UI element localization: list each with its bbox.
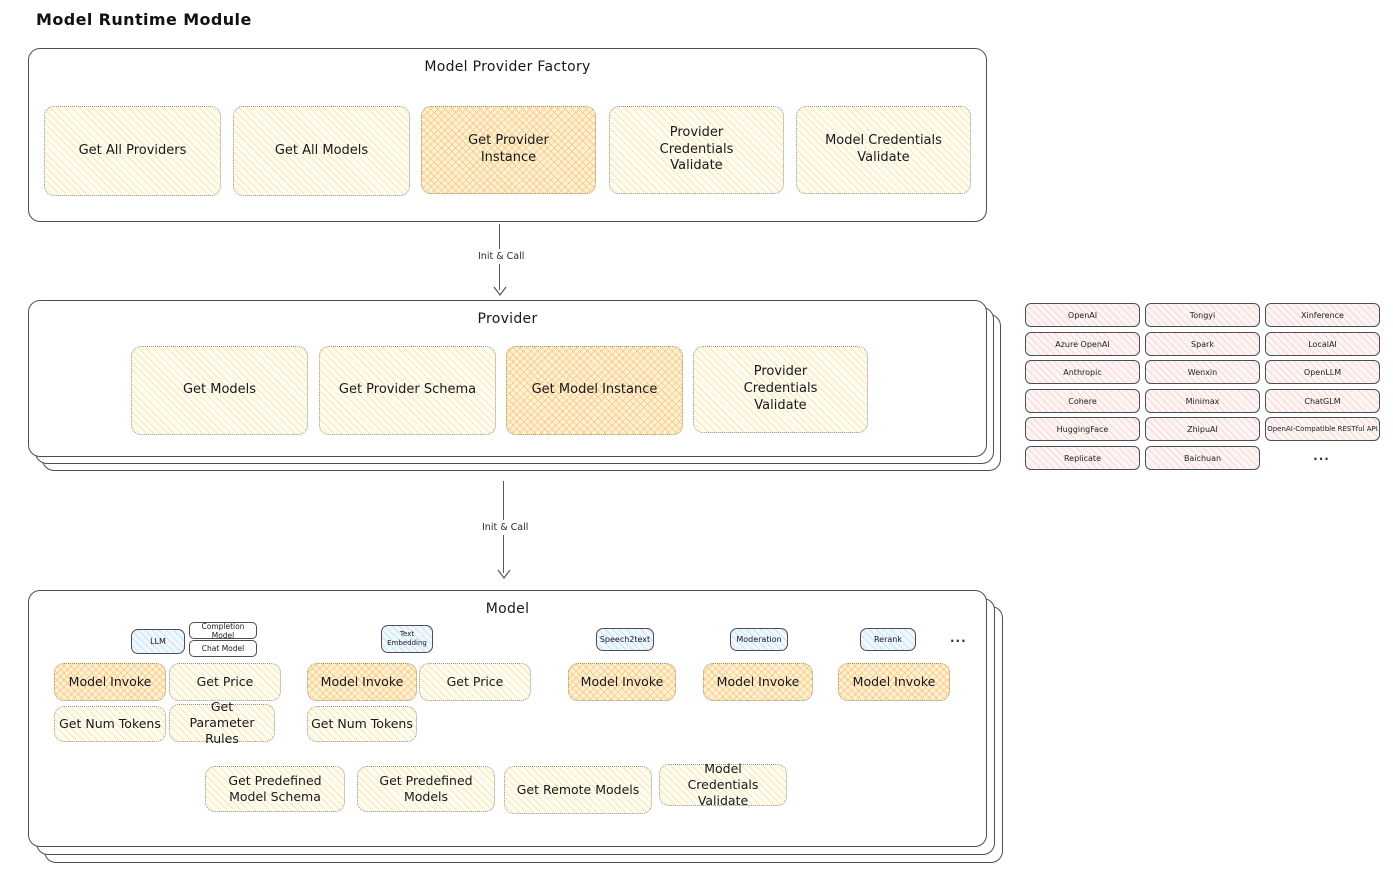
node-te-get-price: Get Price (419, 663, 531, 701)
catalog-huggingface: HuggingFace (1025, 417, 1140, 441)
node-get-all-models: Get All Models (233, 106, 410, 196)
node-get-predefined-model-schema: Get Predefined Model Schema (205, 766, 345, 812)
node-get-provider-schema: Get Provider Schema (319, 346, 496, 435)
catalog-chatglm: ChatGLM (1265, 389, 1380, 413)
node-te-model-invoke: Model Invoke (307, 663, 417, 701)
node-s2t-model-invoke: Model Invoke (568, 663, 676, 701)
page-title: Model Runtime Module (36, 10, 252, 29)
provider-stack: Provider Get Models Get Provider Schema … (28, 300, 1001, 471)
node-get-provider-instance: Get Provider Instance (421, 106, 596, 194)
node-get-models: Get Models (131, 346, 308, 435)
node-provider-credentials-validate: Provider Credentials Validate (609, 106, 784, 194)
arrowhead-down-icon-2 (497, 569, 511, 579)
node-te-get-num-tokens: Get Num Tokens (307, 706, 417, 742)
node-llm-get-parameter-rules: Get Parameter Rules (169, 699, 275, 746)
provider-title: Provider (477, 311, 538, 327)
node-moderation-model-invoke: Model Invoke (703, 663, 813, 701)
arrowhead-down-icon (493, 286, 507, 296)
provider-box: Provider Get Models Get Provider Schema … (28, 300, 987, 457)
arrow-label-init-call-1: Init & Call (474, 249, 529, 264)
node-llm-get-num-tokens: Get Num Tokens (54, 706, 166, 742)
tag-rerank: Rerank (860, 628, 916, 651)
node-llm-model-invoke: Model Invoke (54, 663, 166, 701)
model-box: Model LLM Completion Model Chat Model Te… (28, 590, 987, 847)
catalog-anthropic: Anthropic (1025, 360, 1140, 384)
node-get-model-instance: Get Model Instance (506, 346, 683, 435)
arrow-label-init-call-2: Init & Call (478, 520, 533, 535)
factory-box: Model Provider Factory Get All Providers… (28, 48, 987, 222)
catalog-replicate: Replicate (1025, 446, 1140, 470)
model-tags-more-ellipsis: ... (950, 631, 967, 645)
catalog-azure-openai: Azure OpenAI (1025, 332, 1140, 356)
node-model-credentials-validate: Model Credentials Validate (796, 106, 971, 194)
catalog-more-ellipsis: ... (1313, 449, 1330, 463)
model-title: Model (485, 601, 530, 617)
model-stack: Model LLM Completion Model Chat Model Te… (28, 590, 1003, 863)
catalog-cohere: Cohere (1025, 389, 1140, 413)
node-model-credentials-validate-2: Model Credentials Validate (659, 761, 787, 808)
node-get-remote-models: Get Remote Models (504, 766, 652, 814)
tag-llm: LLM (131, 629, 185, 654)
tag-moderation: Moderation (730, 628, 788, 651)
catalog-wenxin: Wenxin (1145, 360, 1260, 384)
catalog-baichuan: Baichuan (1145, 446, 1260, 470)
tag-speech2text: Speech2text (596, 628, 654, 651)
catalog-spark: Spark (1145, 332, 1260, 356)
catalog-openllm: OpenLLM (1265, 360, 1380, 384)
tag-completion-model: Completion Model (189, 622, 257, 640)
catalog-xinference: Xinference (1265, 303, 1380, 327)
node-provider-credentials-validate-2: Provider Credentials Validate (693, 346, 868, 433)
tag-text-embedding: Text Embedding (381, 625, 433, 653)
catalog-zhipuai: ZhipuAI (1145, 417, 1260, 441)
factory-title: Model Provider Factory (424, 59, 591, 75)
catalog-tongyi: Tongyi (1145, 303, 1260, 327)
node-llm-get-price: Get Price (169, 663, 281, 701)
catalog-minimax: Minimax (1145, 389, 1260, 413)
node-get-all-providers: Get All Providers (44, 106, 221, 196)
node-rerank-model-invoke: Model Invoke (838, 663, 950, 701)
node-get-predefined-models: Get Predefined Models (357, 766, 495, 812)
catalog-openai-compatible-api: OpenAI-Compatible RESTful API (1265, 417, 1380, 441)
catalog-openai: OpenAI (1025, 303, 1140, 327)
catalog-localai: LocalAI (1265, 332, 1380, 356)
tag-chat-model: Chat Model (189, 640, 257, 657)
